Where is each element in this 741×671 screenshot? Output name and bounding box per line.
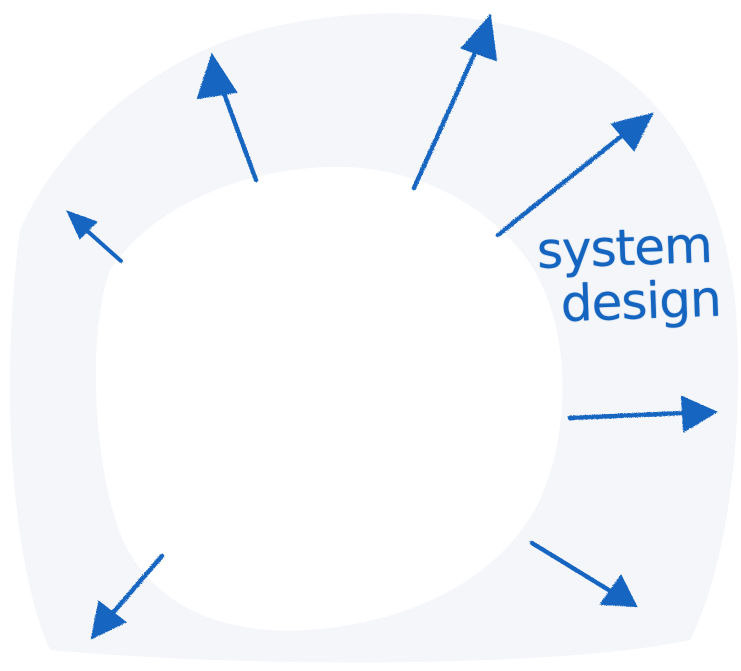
arrow-left-up-icon: [66, 210, 123, 263]
label-line-1: system: [535, 215, 713, 280]
arrow-up-icon: [411, 13, 498, 191]
system-design-label: system design: [535, 215, 722, 334]
arrow-right-icon: [567, 395, 719, 433]
label-line-2: design: [559, 269, 722, 334]
center-blank-circle: [95, 166, 563, 631]
arrow-up-right-icon: [495, 112, 654, 238]
arrow-up-left-icon: [196, 52, 259, 183]
arrow-down-left-icon: [90, 553, 165, 640]
arrow-down-right-icon: [529, 540, 638, 608]
